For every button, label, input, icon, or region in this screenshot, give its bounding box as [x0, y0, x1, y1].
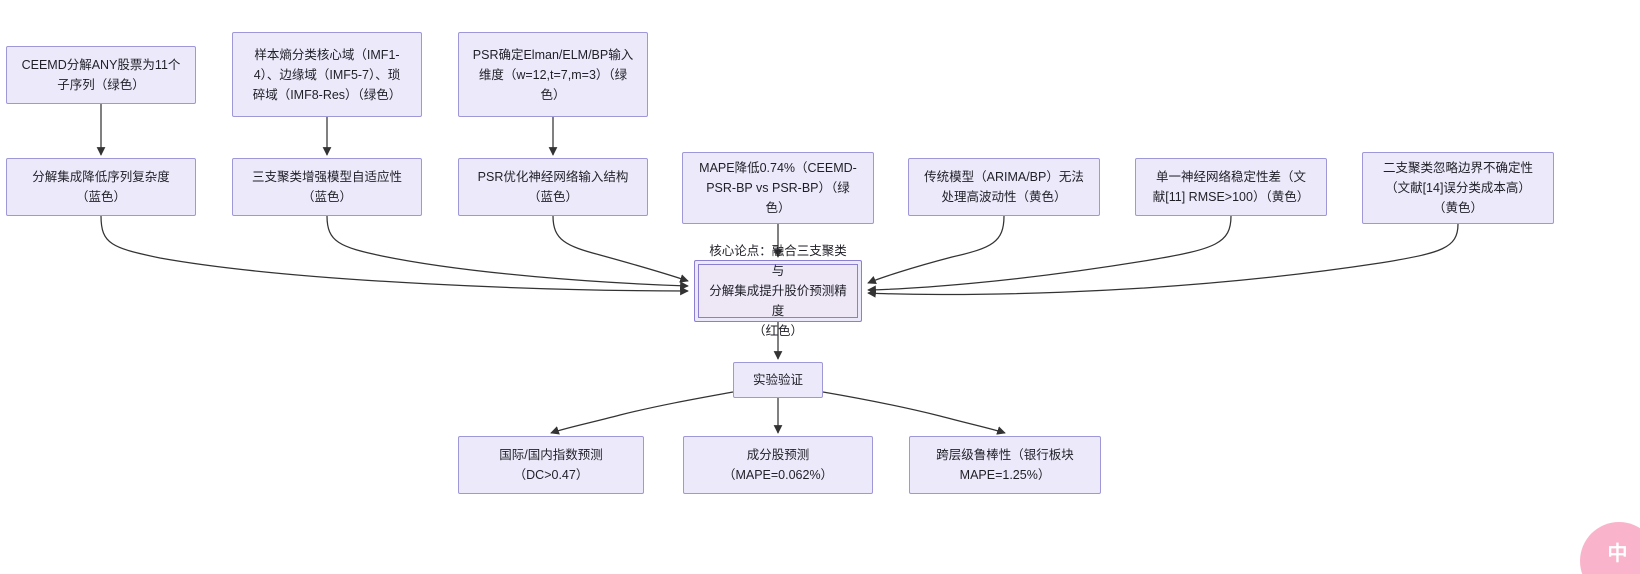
node-index-prediction-result[interactable]: 国际/国内指数预测 （DC>0.47） — [458, 436, 644, 494]
edge-exp-r3 — [822, 391, 1006, 435]
node-core-thesis[interactable]: 核心论点：融合三支聚类与 分解集成提升股价预测精度 （红色） — [694, 244, 862, 338]
node-label: 跨层级鲁棒性（银行板块 MAPE=1.25%） — [936, 448, 1074, 482]
watermark-text: 中 — [1607, 542, 1628, 565]
node-sample-entropy-classification[interactable]: 样本熵分类核心域（IMF1- 4）、边缘域（IMF5-7）、琐 碎域（IMF8-… — [232, 32, 422, 117]
edge-n6-core — [552, 215, 689, 283]
node-label: 样本熵分类核心域（IMF1- 4）、边缘域（IMF5-7）、琐 碎域（IMF8-… — [252, 47, 402, 102]
node-experimental-validation[interactable]: 实验验证 — [733, 362, 823, 398]
node-label: PSR确定Elman/ELM/BP输入 维度（w=12,t=7,m=3）（绿 色… — [472, 47, 634, 102]
node-mape-improvement[interactable]: MAPE降低0.74%（CEEMD- PSR-BP vs PSR-BP）（绿 色… — [682, 152, 874, 224]
node-traditional-model-limitation[interactable]: 传统模型（ARIMA/BP）无法 处理高波动性（黄色） — [908, 158, 1100, 216]
node-label: 二支聚类忽略边界不确定性 （文献[14]误分类成本高） （黄色） — [1382, 161, 1533, 215]
node-constituent-stock-result[interactable]: 成分股预测 （MAPE=0.062%） — [683, 436, 873, 494]
edge-exp-r1 — [550, 391, 734, 435]
node-decomposition-reduces-complexity[interactable]: 分解集成降低序列复杂度 （蓝色） — [6, 158, 196, 216]
node-label: 传统模型（ARIMA/BP）无法 处理高波动性（黄色） — [924, 170, 1084, 204]
node-two-way-clustering-limitation[interactable]: 二支聚类忽略边界不确定性 （文献[14]误分类成本高） （黄色） — [1362, 152, 1554, 224]
node-cross-level-robustness-result[interactable]: 跨层级鲁棒性（银行板块 MAPE=1.25%） — [909, 436, 1101, 494]
edge-n10-core — [867, 223, 1459, 298]
edge-n8-core — [867, 215, 1005, 285]
node-single-nn-instability[interactable]: 单一神经网络稳定性差（文 献[11] RMSE>100）（黄色） — [1135, 158, 1327, 216]
node-label: 核心论点：融合三支聚类与 分解集成提升股价预测精度 （红色） — [709, 244, 847, 338]
node-label: 单一神经网络稳定性差（文 献[11] RMSE>100）（黄色） — [1152, 170, 1310, 204]
edge-n5-core — [326, 215, 689, 291]
edge-n4-core — [100, 215, 689, 296]
watermark-badge: 中 — [1580, 522, 1640, 574]
node-label: 分解集成降低序列复杂度 （蓝色） — [32, 170, 170, 204]
node-label: 三支聚类增强模型自适应性 （蓝色） — [251, 170, 402, 204]
node-three-way-clustering-adaptivity[interactable]: 三支聚类增强模型自适应性 （蓝色） — [232, 158, 422, 216]
node-psr-input-dimension[interactable]: PSR确定Elman/ELM/BP输入 维度（w=12,t=7,m=3）（绿 色… — [458, 32, 648, 117]
node-label: MAPE降低0.74%（CEEMD- PSR-BP vs PSR-BP）（绿 色… — [699, 161, 857, 215]
node-label: 实验验证 — [752, 373, 803, 387]
node-psr-optimizes-nn-input[interactable]: PSR优化神经网络输入结构 （蓝色） — [458, 158, 648, 216]
node-ceemd-decomposition[interactable]: CEEMD分解ANY股票为11个 子序列（绿色） — [6, 46, 196, 104]
node-label: CEEMD分解ANY股票为11个 子序列（绿色） — [21, 58, 181, 92]
edge-n9-core — [867, 215, 1232, 295]
node-label: 成分股预测 （MAPE=0.062%） — [722, 448, 834, 482]
node-label: PSR优化神经网络输入结构 （蓝色） — [477, 170, 629, 204]
node-label: 国际/国内指数预测 （DC>0.47） — [499, 448, 603, 482]
